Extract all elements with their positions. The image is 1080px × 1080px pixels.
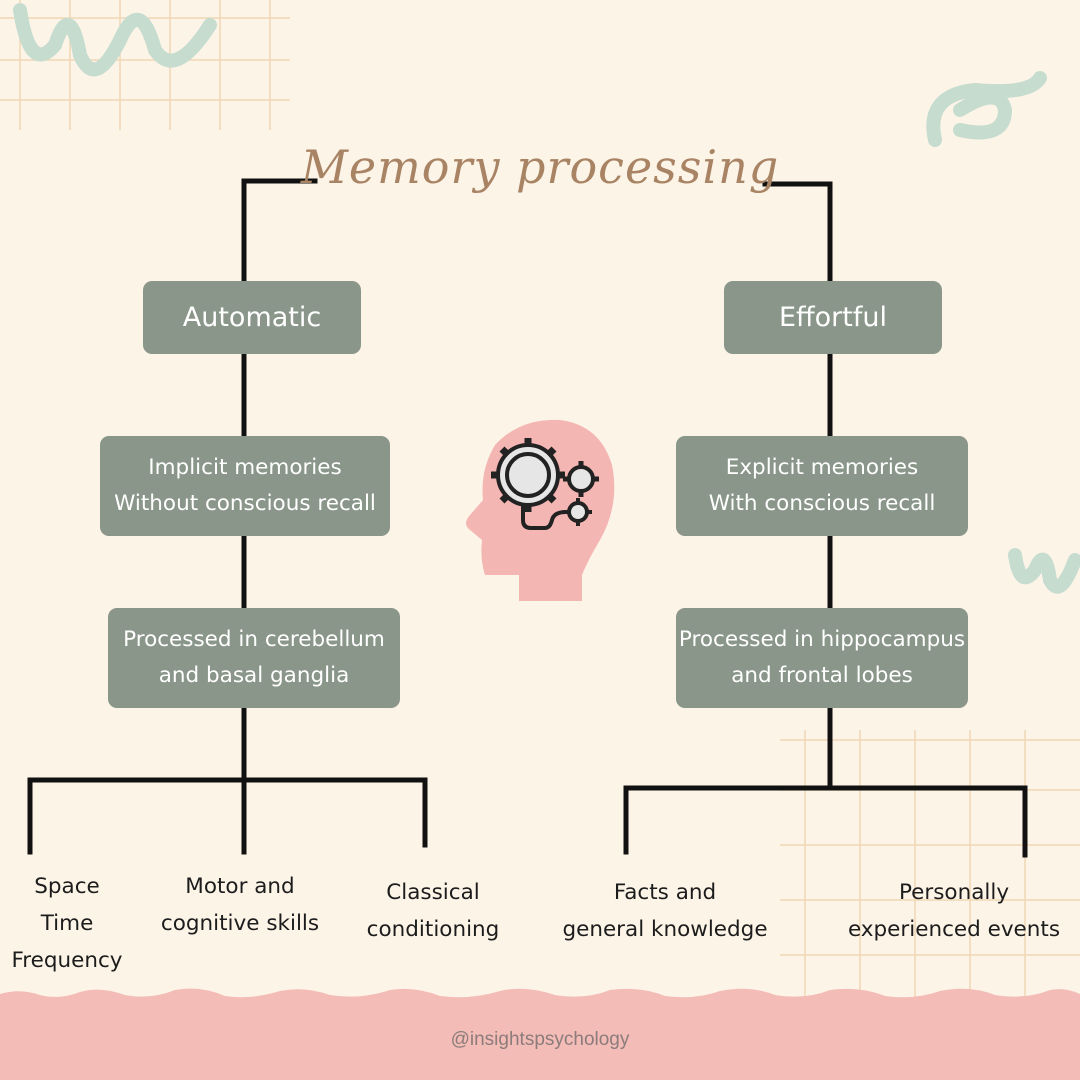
region-line: Processed in cerebellum: [123, 627, 385, 652]
region-line: and frontal lobes: [731, 663, 913, 688]
leaf-facts-general-knowledge: Facts and general knowledge: [555, 874, 775, 948]
memory-type-line: With conscious recall: [708, 491, 936, 516]
leaf-line: general knowledge: [562, 917, 768, 942]
leaf-line: cognitive skills: [160, 911, 320, 936]
connector-title-automatic: [241, 178, 318, 783]
effortful-label: Effortful: [779, 302, 887, 333]
grid-top-left: [0, 0, 290, 130]
leaf-line: Facts and: [613, 880, 717, 905]
connector-title-effortful: [762, 181, 833, 791]
squiggle-decorations: [13, 3, 1080, 594]
page-title: Memory processing: [300, 140, 780, 194]
memory-type-line: Without conscious recall: [114, 491, 376, 516]
explicit-memories-box: Explicit memories With conscious recall: [676, 436, 968, 536]
leaf-motor-cognitive-skills: Motor and cognitive skills: [150, 868, 330, 942]
effortful-box: Effortful: [724, 281, 942, 354]
leaf-line: conditioning: [366, 917, 500, 942]
memory-type-line: Explicit memories: [725, 455, 919, 480]
leaf-personally-experienced-events: Personally experienced events: [838, 874, 1070, 948]
region-line: Processed in hippocampus: [678, 627, 966, 652]
leaf-line: experienced events: [847, 917, 1061, 942]
leaf-line: Time: [40, 911, 94, 936]
memory-type-line: Implicit memories: [148, 455, 342, 480]
automatic-label: Automatic: [182, 302, 322, 333]
leaf-line: Frequency: [11, 948, 123, 973]
footer-band: [0, 1000, 1080, 1080]
implicit-memories-box: Implicit memories Without conscious reca…: [100, 436, 390, 536]
leaf-line: Classical: [386, 880, 480, 905]
social-handle: @insightspsychology: [450, 1029, 630, 1050]
region-line: and basal ganglia: [158, 663, 350, 688]
leaf-classical-conditioning: Classical conditioning: [355, 874, 511, 948]
leaf-line: Space: [34, 874, 100, 899]
leaf-space-time-frequency: Space Time Frequency: [0, 868, 134, 979]
leaf-line: Motor and: [185, 874, 295, 899]
automatic-box: Automatic: [143, 281, 361, 354]
cerebellum-box: Processed in cerebellum and basal gangli…: [108, 608, 400, 708]
leaf-line: Personally: [898, 880, 1010, 905]
hippocampus-box: Processed in hippocampus and frontal lob…: [676, 608, 968, 708]
